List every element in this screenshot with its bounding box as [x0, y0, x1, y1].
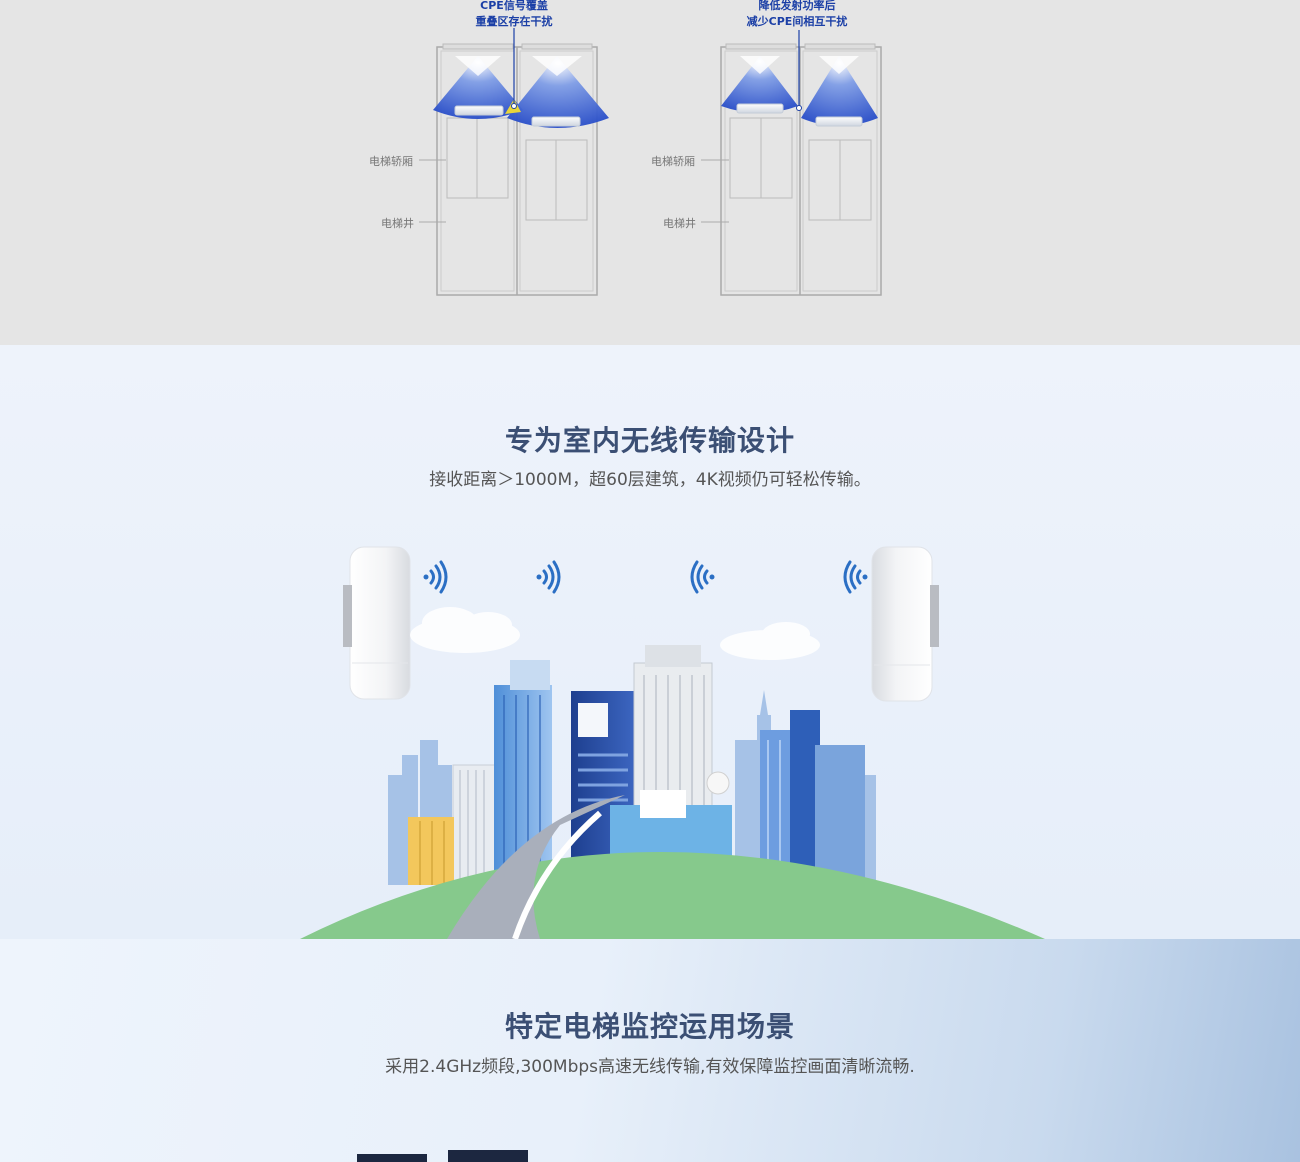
building	[815, 745, 865, 885]
signal-icon	[690, 560, 715, 594]
right-shaft-pair	[720, 30, 882, 296]
signal-cone	[801, 56, 878, 126]
right-callout: 降低发射功率后 减少CPE间相互干扰	[737, 0, 857, 30]
signal-icon	[536, 560, 561, 594]
dark-shape	[357, 1154, 427, 1162]
section3-subtitle: 采用2.4GHz频段,300Mbps高速无线传输,有效保障监控画面清晰流畅.	[385, 1057, 915, 1077]
elevator-monitoring-section: 特定电梯监控运用场景 采用2.4GHz频段,300Mbps高速无线传输,有效保障…	[0, 939, 1300, 1162]
right-callout-line1: 降低发射功率后	[758, 0, 836, 12]
label-shaft-right: 电梯井	[663, 217, 696, 230]
bottom-illustration-edge	[357, 1150, 528, 1162]
left-callout-line2: 重叠区存在干扰	[475, 15, 553, 28]
label-car-left: 电梯轿厢	[369, 155, 413, 168]
left-callout: CPE信号覆盖 重叠区存在干扰	[454, 0, 574, 30]
signal-cone	[433, 56, 523, 119]
label-shaft-left: 电梯井	[381, 217, 414, 230]
indoor-wireless-section: 专为室内无线传输设计 接收距离＞1000M，超60层建筑，4K视频仍可轻松传输。	[0, 345, 1300, 939]
section2-subtitle: 接收距离＞1000M，超60层建筑，4K视频仍可轻松传输。	[429, 470, 871, 490]
city-illustration	[300, 546, 1045, 939]
section2-title: 专为室内无线传输设计	[504, 424, 795, 457]
label-car-right: 电梯轿厢	[651, 155, 695, 168]
signal-icon	[423, 560, 448, 594]
signal-cone	[721, 56, 798, 113]
road	[447, 795, 625, 939]
left-callout-line1: CPE信号覆盖	[480, 0, 548, 12]
elevator-diagram-section: CPE信号覆盖 重叠区存在干扰 降低发射功率后 减少CPE间相互干扰 电梯轿厢 …	[0, 0, 1300, 345]
cpe-device-left	[343, 546, 411, 700]
signal-cone	[507, 56, 609, 128]
elevator-diagram	[419, 28, 882, 296]
right-callout-line2: 减少CPE间相互干扰	[746, 15, 848, 28]
left-shaft-pair	[433, 28, 609, 296]
dark-shape	[448, 1150, 528, 1162]
signal-icon	[843, 560, 868, 594]
building	[408, 817, 454, 885]
section3-title: 特定电梯监控运用场景	[504, 1010, 795, 1043]
cpe-device-right	[871, 546, 939, 702]
